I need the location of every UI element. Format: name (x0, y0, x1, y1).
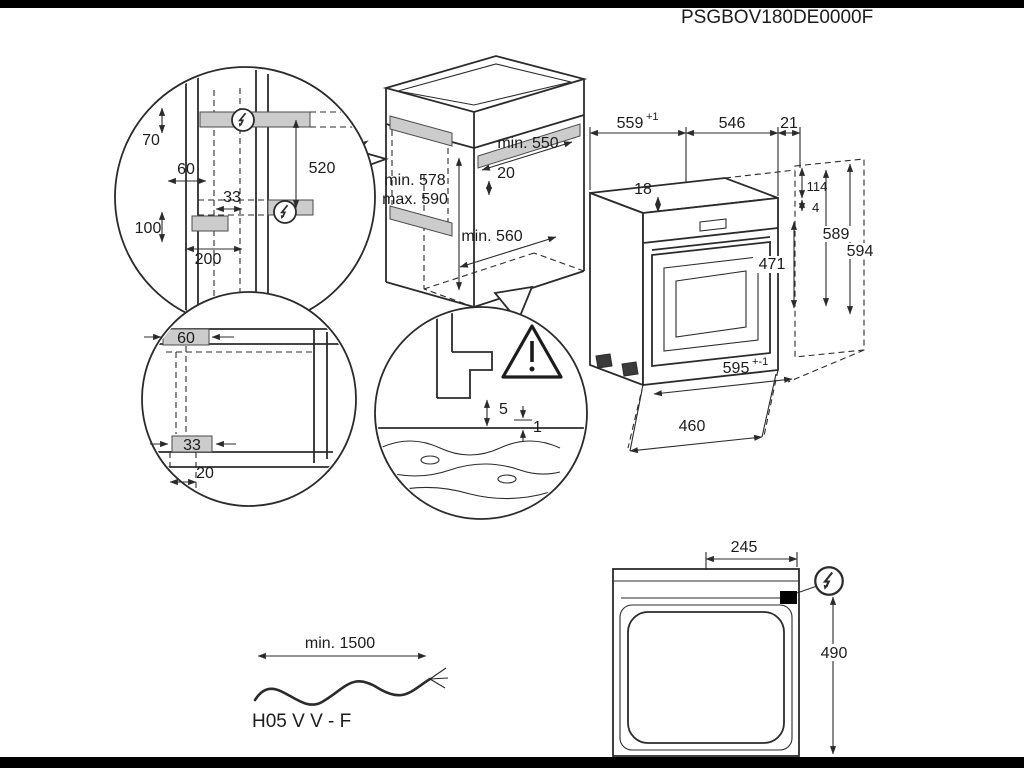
cabinet-drawing: min. 578 max. 590 min. 550 20 min. 560 (382, 55, 588, 308)
dim-oven-114: 114 (807, 179, 828, 194)
mains-terminal-block (780, 591, 797, 604)
dim-rails-60: 60 (177, 161, 195, 178)
detail-circle-shelf (141, 291, 357, 507)
dim-niche-min-width-top: min. 550 (497, 135, 558, 152)
warning-triangle-icon (501, 324, 563, 379)
dim-shelf-33: 33 (183, 437, 201, 454)
lightning-bolt-circle-icon (273, 200, 297, 224)
dim-cable-min-length: min. 1500 (305, 635, 375, 652)
dim-oven-front-width: 595 (723, 360, 750, 377)
dim-oven-4: 4 (812, 200, 819, 215)
detail-floor-gap: 5 1 (374, 306, 588, 520)
dim-floor-front-gap: 1 (533, 419, 542, 436)
dim-topview-depth: 490 (821, 645, 848, 662)
dim-shelf-60: 60 (177, 330, 195, 347)
letterbox-top (0, 0, 1024, 8)
lightning-bolt-circle-icon (231, 108, 255, 132)
rail-block-top (199, 111, 311, 128)
oven-foot-front (621, 361, 639, 377)
dim-rails-100: 100 (135, 220, 162, 237)
oven-drawing: 559 +1 546 21 18 114 4 589 594 471 595 +… (589, 111, 878, 454)
detail-side-rails: 70 60 520 33 100 200 (114, 66, 389, 328)
dim-floor-rear-gap: 5 (499, 401, 508, 418)
dim-oven-clearance: 21 (780, 115, 798, 132)
side-rail-upper (389, 115, 453, 147)
letterbox-bottom (0, 757, 1024, 768)
dim-oven-589: 589 (823, 226, 850, 243)
dim-niche-min-height: min. 578 (384, 172, 445, 189)
dim-oven-front-width-tolerance: +-1 (752, 356, 768, 368)
dim-oven-width-tolerance: +1 (646, 111, 659, 123)
lightning-bolt-circle-icon (814, 566, 844, 596)
dim-niche-max-height: max. 590 (382, 191, 448, 208)
shelf-block-bottom (171, 435, 213, 453)
dim-oven-depth: 546 (719, 115, 746, 132)
detail-shelf: 60 33 20 (141, 291, 357, 507)
oven-top-view: 245 490 (612, 539, 851, 757)
detail-circle-rails (114, 66, 376, 328)
dim-oven-width: 559 (617, 115, 644, 132)
oven-foot-rear (595, 353, 613, 369)
dim-rails-70: 70 (142, 132, 160, 149)
power-cable-drawing: min. 1500 H05 V V - F (252, 635, 449, 732)
side-rail-lower (389, 205, 453, 237)
dim-rails-200: 200 (195, 251, 222, 268)
dim-rails-33: 33 (223, 189, 241, 206)
rail-block-low (191, 215, 229, 232)
detail-circle-floor (374, 306, 588, 520)
dim-oven-594: 594 (847, 243, 874, 260)
dim-topview-connection-offset: 245 (731, 539, 758, 556)
cable-type-label: H05 V V - F (252, 711, 351, 732)
callout-pointer-floor (493, 285, 534, 323)
dim-oven-bottom-depth: 460 (679, 418, 706, 435)
document-code: PSGBOV180DE0000F (681, 7, 873, 28)
dim-oven-door-height: 471 (759, 256, 786, 273)
dim-rails-520: 520 (309, 160, 336, 177)
dim-shelf-20: 20 (196, 465, 214, 482)
dim-niche-offset: 20 (497, 165, 515, 182)
dim-niche-min-width-bottom: min. 560 (461, 228, 522, 245)
dim-oven-top-inset: 18 (634, 181, 652, 198)
